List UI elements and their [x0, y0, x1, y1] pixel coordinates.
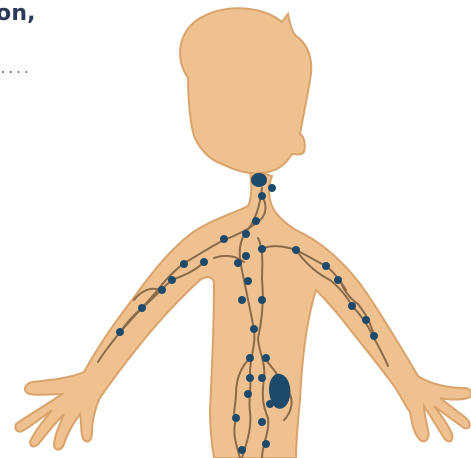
lymph-node: [258, 418, 266, 426]
lymph-node: [244, 390, 252, 398]
lymph-node: [238, 446, 246, 454]
lymph-node: [362, 316, 370, 324]
lymph-node: [246, 354, 254, 362]
lymph-node: [238, 296, 246, 304]
lymph-node: [370, 332, 378, 340]
lymph-node: [258, 245, 266, 253]
lymph-node: [258, 296, 266, 304]
lymph-node: [262, 440, 270, 448]
lymph-node: [322, 262, 330, 270]
lymph-node: [220, 235, 228, 243]
lymph-node: [158, 286, 166, 294]
lymph-node: [168, 276, 176, 284]
lymph-node: [200, 258, 208, 266]
head-silhouette: [180, 8, 311, 173]
lymph-node: [258, 192, 266, 200]
lymph-node: [348, 302, 356, 310]
lymph-node: [138, 304, 146, 312]
lymph-node: [232, 414, 240, 422]
lymph-node: [258, 374, 266, 382]
body-silhouette: [15, 170, 471, 458]
lymph-node: [246, 374, 254, 382]
neck-lymph-node-large: [251, 173, 267, 187]
lymph-node: [116, 328, 124, 336]
lymph-node: [262, 354, 270, 362]
lymph-node: [234, 259, 242, 267]
lymph-node: [180, 260, 188, 268]
lymph-node: [250, 325, 258, 333]
lymph-node: [242, 252, 250, 260]
lymph-node: [252, 217, 260, 225]
lymph-node: [334, 276, 342, 284]
lymph-node: [292, 246, 300, 254]
lymph-node: [244, 277, 252, 285]
lymph-node: [268, 184, 276, 192]
lymph-node: [242, 230, 250, 238]
